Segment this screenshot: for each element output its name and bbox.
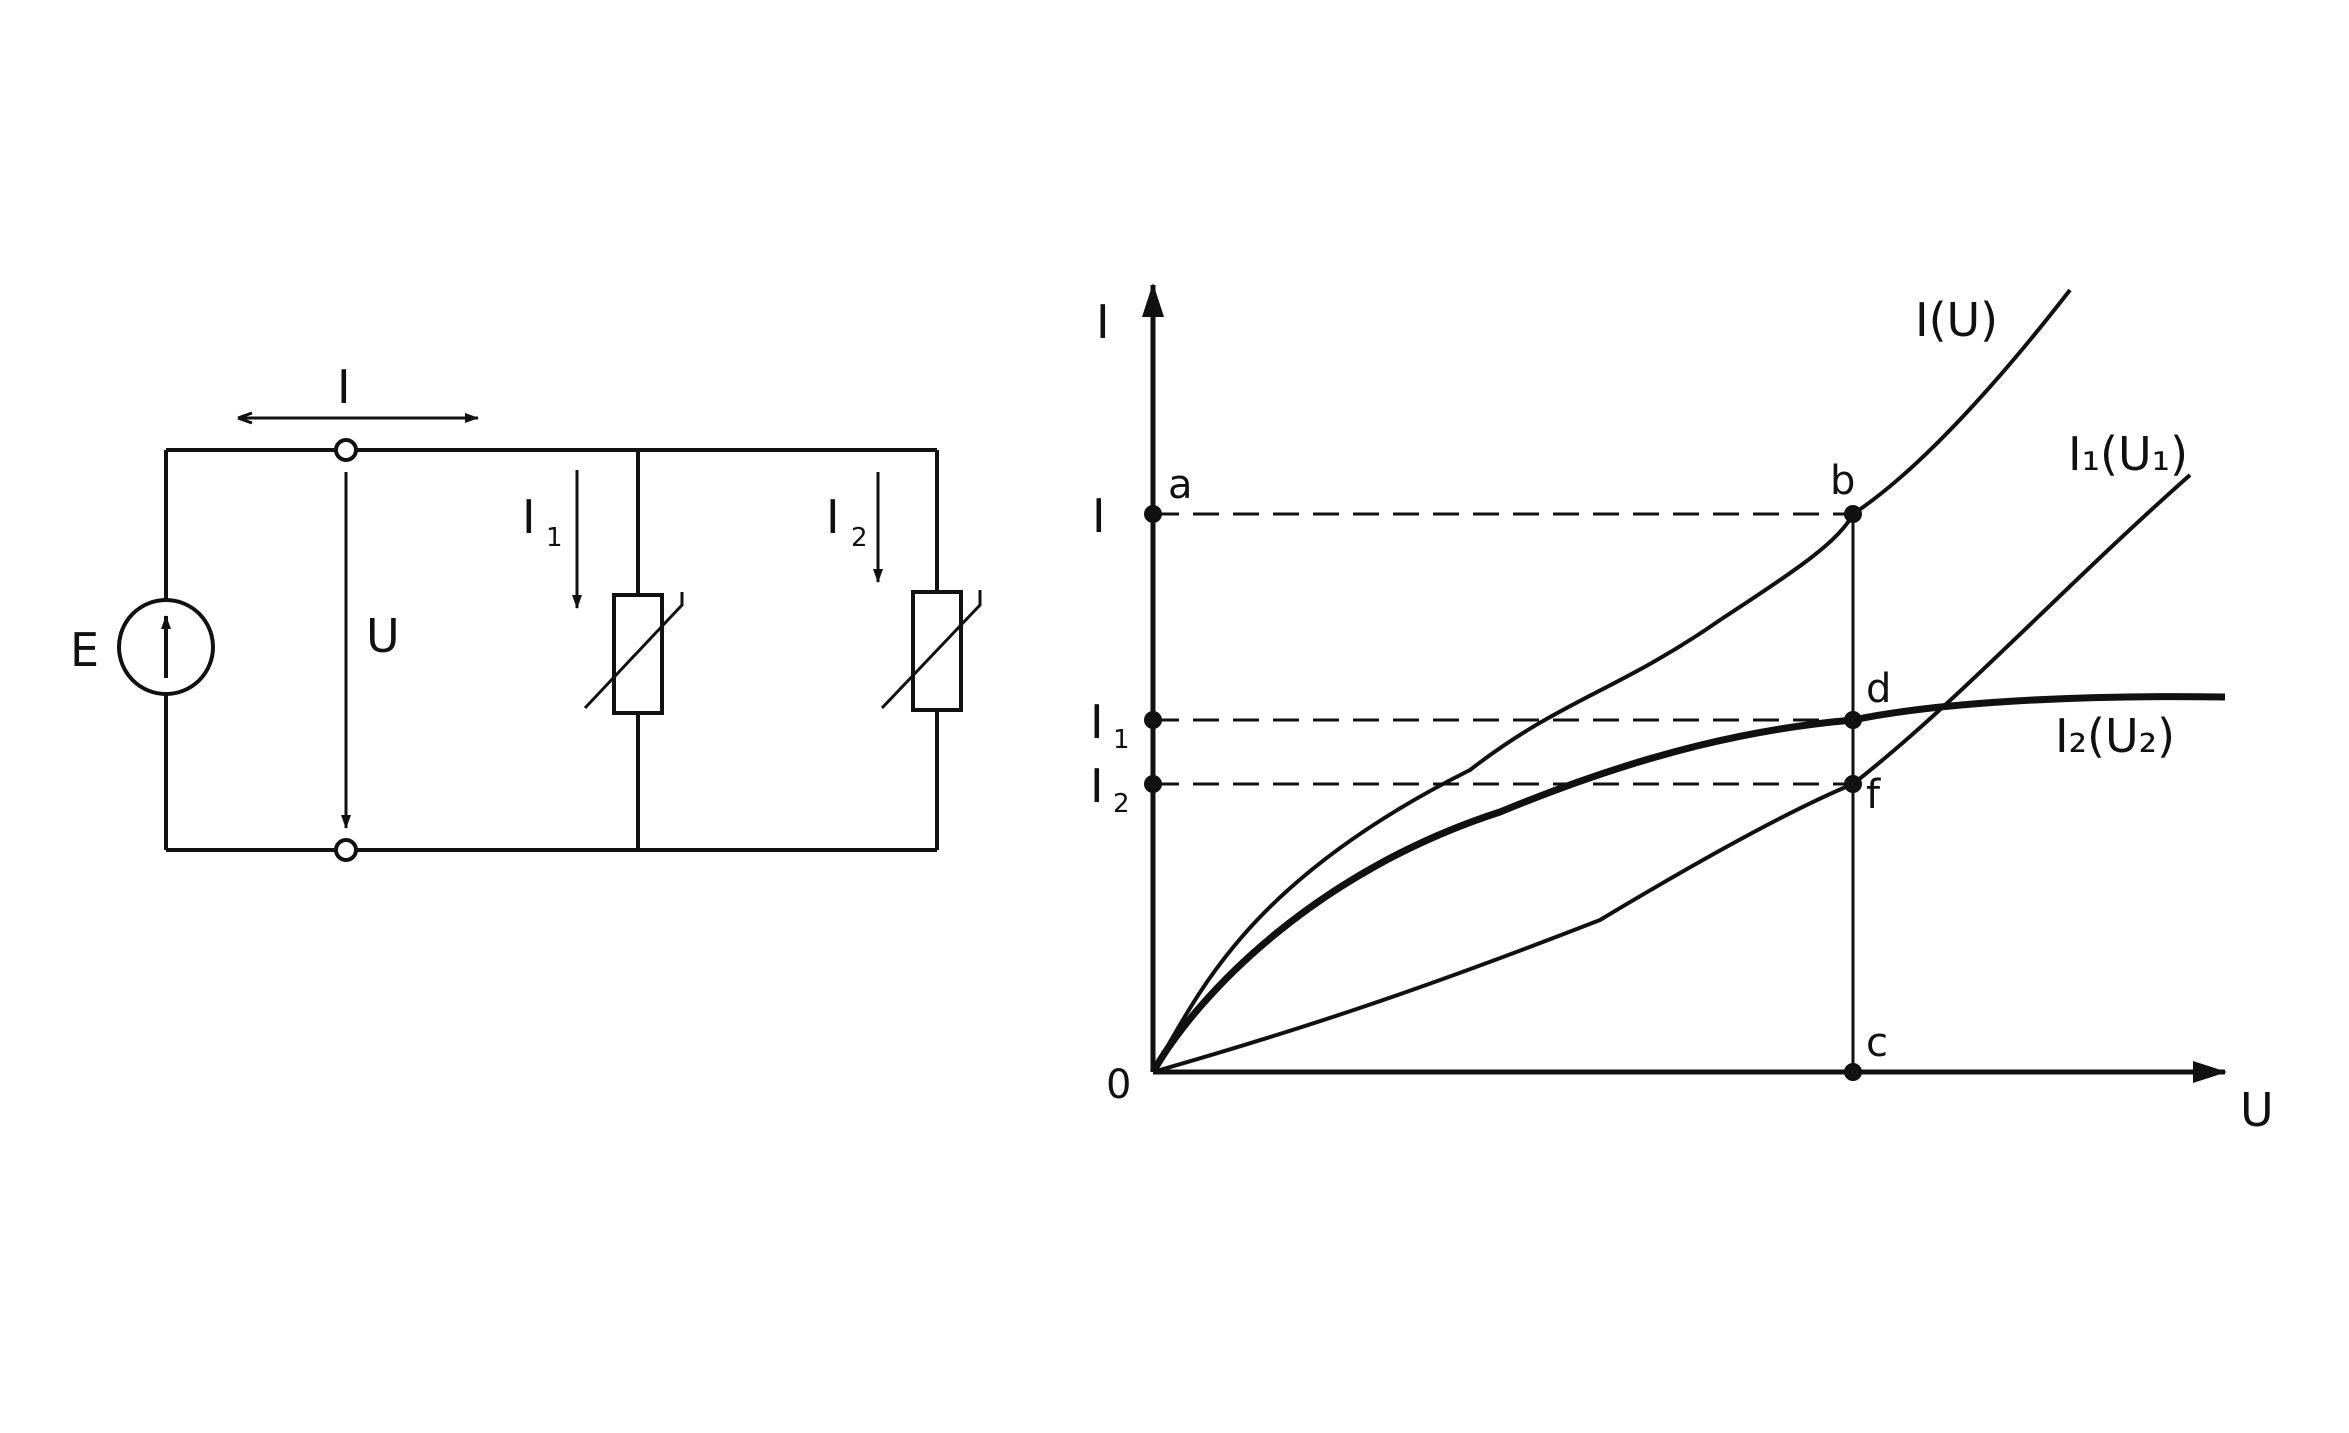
source-label: E — [70, 623, 99, 677]
voltage-source: E — [70, 598, 215, 696]
y-tick-I1-sub: 1 — [1113, 725, 1130, 755]
y-tick-I2-sub: 2 — [1113, 789, 1130, 819]
point-a-label: a — [1168, 462, 1193, 508]
point-a — [1144, 505, 1162, 523]
voltage-arrow: U — [341, 472, 400, 829]
x-axis-label: U — [2240, 1083, 2274, 1137]
branch-2-label: I — [826, 490, 840, 544]
point-c — [1844, 1063, 1862, 1081]
terminal-top — [334, 438, 358, 462]
curve-I1-U1 — [1152, 473, 2192, 1074]
point-I2-axis — [1144, 775, 1162, 793]
curve-I-U-label: I(U) — [1915, 293, 1998, 347]
branch-2-subscript: 2 — [851, 523, 868, 553]
branch-1-subscript: 1 — [546, 523, 563, 553]
curve-I1-U1-label: I₁(U₁) — [2068, 427, 2188, 481]
terminal-bottom — [334, 838, 358, 862]
source-circle — [117, 598, 215, 696]
branch-1-label: I — [522, 490, 536, 544]
point-f-label: f — [1866, 772, 1881, 818]
y-tick-I: I — [1092, 489, 1106, 543]
y-tick-I2: I — [1090, 759, 1104, 813]
point-I1-axis — [1144, 711, 1162, 729]
iv-graph: I U 0 I I 1 I 2 I(U) I₁(U₁) I₂(U₂) a b c — [1090, 283, 2274, 1137]
voltage-label: U — [366, 609, 400, 663]
point-d — [1844, 711, 1862, 729]
y-tick-I1: I — [1090, 695, 1104, 749]
curve-I-U — [1151, 288, 2072, 1073]
origin-label: 0 — [1106, 1062, 1131, 1108]
point-c-label: c — [1866, 1020, 1888, 1066]
branch-2: I 2 — [826, 450, 982, 850]
curve-I2-U2-label: I₂(U₂) — [2055, 709, 2175, 763]
point-d-label: d — [1866, 666, 1891, 712]
nonlinear-mark-1-icon — [583, 592, 684, 710]
circuit-diagram: E I U I 1 — [70, 360, 982, 862]
point-f — [1844, 775, 1862, 793]
current-label: I — [337, 360, 351, 414]
y-axis-label: I — [1096, 295, 1110, 349]
curve-I2-U2 — [1149, 693, 2226, 1074]
point-b — [1844, 505, 1862, 523]
total-current-arrow: I — [237, 360, 479, 425]
nonlinear-resistor-1 — [612, 593, 664, 715]
point-b-label: b — [1830, 458, 1855, 504]
nonlinear-mark-2-icon — [880, 590, 982, 710]
branch-1: I 1 — [522, 450, 684, 850]
